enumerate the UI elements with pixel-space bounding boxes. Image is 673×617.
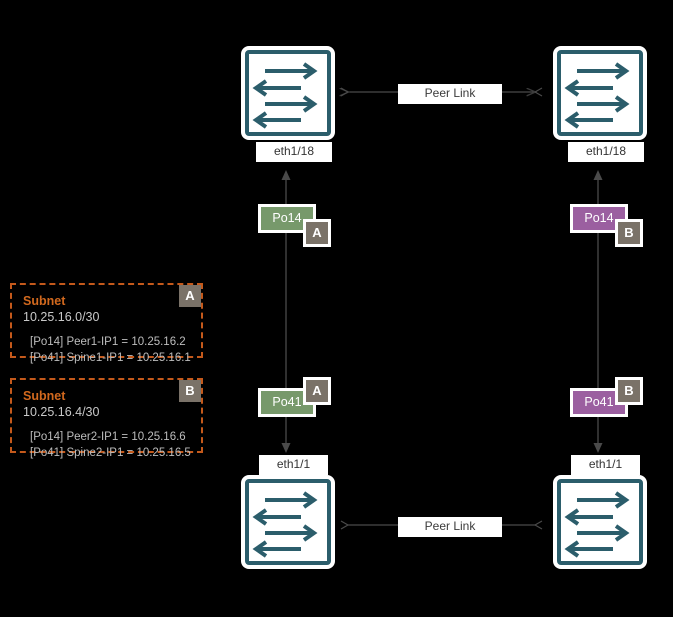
switch-top-left[interactable] — [245, 50, 331, 136]
badge-left-lower: A — [303, 377, 331, 405]
subnet-legend-a: Subnet 10.25.16.0/30 [Po14] Peer1-IP1 = … — [10, 283, 203, 364]
subnet-row-b-2: [Po41] Spine2-IP1 = 10.25.16.5 — [30, 447, 191, 459]
bottom-peer-link-label: Peer Link — [398, 517, 502, 537]
switch-arrows-icon — [249, 483, 327, 561]
switch-bottom-right[interactable] — [557, 479, 643, 565]
badge-right-upper: B — [615, 219, 643, 247]
subnet-badge-b: B — [179, 380, 201, 402]
subnet-cidr-b: 10.25.16.4/30 — [23, 405, 100, 419]
port-label-top-left: eth1/18 — [256, 142, 332, 162]
switch-bottom-left[interactable] — [245, 479, 331, 565]
subnet-title-b: Subnet — [23, 389, 66, 403]
switch-arrows-icon — [249, 54, 327, 132]
subnet-title-a: Subnet — [23, 294, 66, 308]
port-label-bottom-left: eth1/1 — [259, 455, 328, 475]
subnet-legend-b: Subnet 10.25.16.4/30 [Po14] Peer2-IP1 = … — [10, 378, 203, 459]
port-label-top-right: eth1/18 — [568, 142, 644, 162]
subnet-cidr-a: 10.25.16.0/30 — [23, 310, 100, 324]
switch-top-right[interactable] — [557, 50, 643, 136]
badge-right-lower: B — [615, 377, 643, 405]
subnet-badge-a: A — [179, 285, 201, 307]
port-label-bottom-right: eth1/1 — [571, 455, 640, 475]
top-peer-link-label: Peer Link — [398, 84, 502, 104]
badge-left-upper: A — [303, 219, 331, 247]
switch-arrows-icon — [561, 483, 639, 561]
subnet-row-a-1: [Po14] Peer1-IP1 = 10.25.16.2 — [30, 336, 186, 348]
subnet-row-b-1: [Po14] Peer2-IP1 = 10.25.16.6 — [30, 431, 186, 443]
switch-arrows-icon — [561, 54, 639, 132]
subnet-row-a-2: [Po41] Spine1-IP1 = 10.25.16.1 — [30, 352, 191, 364]
